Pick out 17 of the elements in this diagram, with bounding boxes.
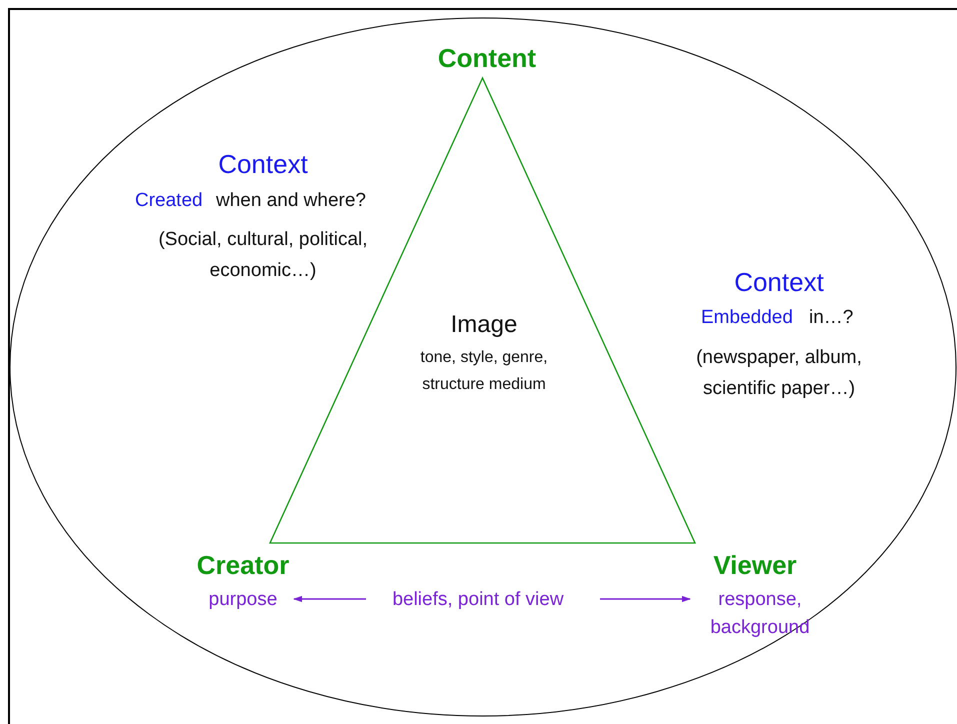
keyword: Created [135, 189, 203, 213]
vertex-label: Content [436, 42, 538, 74]
central-phrase: beliefs, point of view [372, 586, 584, 613]
triangle-title: Image [450, 310, 518, 340]
question-text: in…? [809, 306, 854, 330]
note-text: (newspaper, album, scientific paper…) [695, 346, 863, 401]
section-heading: Context [217, 148, 309, 180]
arrow [600, 596, 691, 602]
arrow [293, 596, 366, 602]
keyword: Embedded [701, 306, 793, 330]
section-heading: Context [733, 266, 825, 298]
question-text: when and where? [216, 189, 366, 213]
purpose-text: purpose [198, 586, 288, 613]
triangle-description: tone, style, genre, structure medium [419, 348, 549, 395]
vertex-label: Creator [196, 549, 290, 581]
vertex-label: Viewer [712, 549, 798, 581]
note-text: (Social, cultural, political, economic…) [157, 228, 369, 283]
